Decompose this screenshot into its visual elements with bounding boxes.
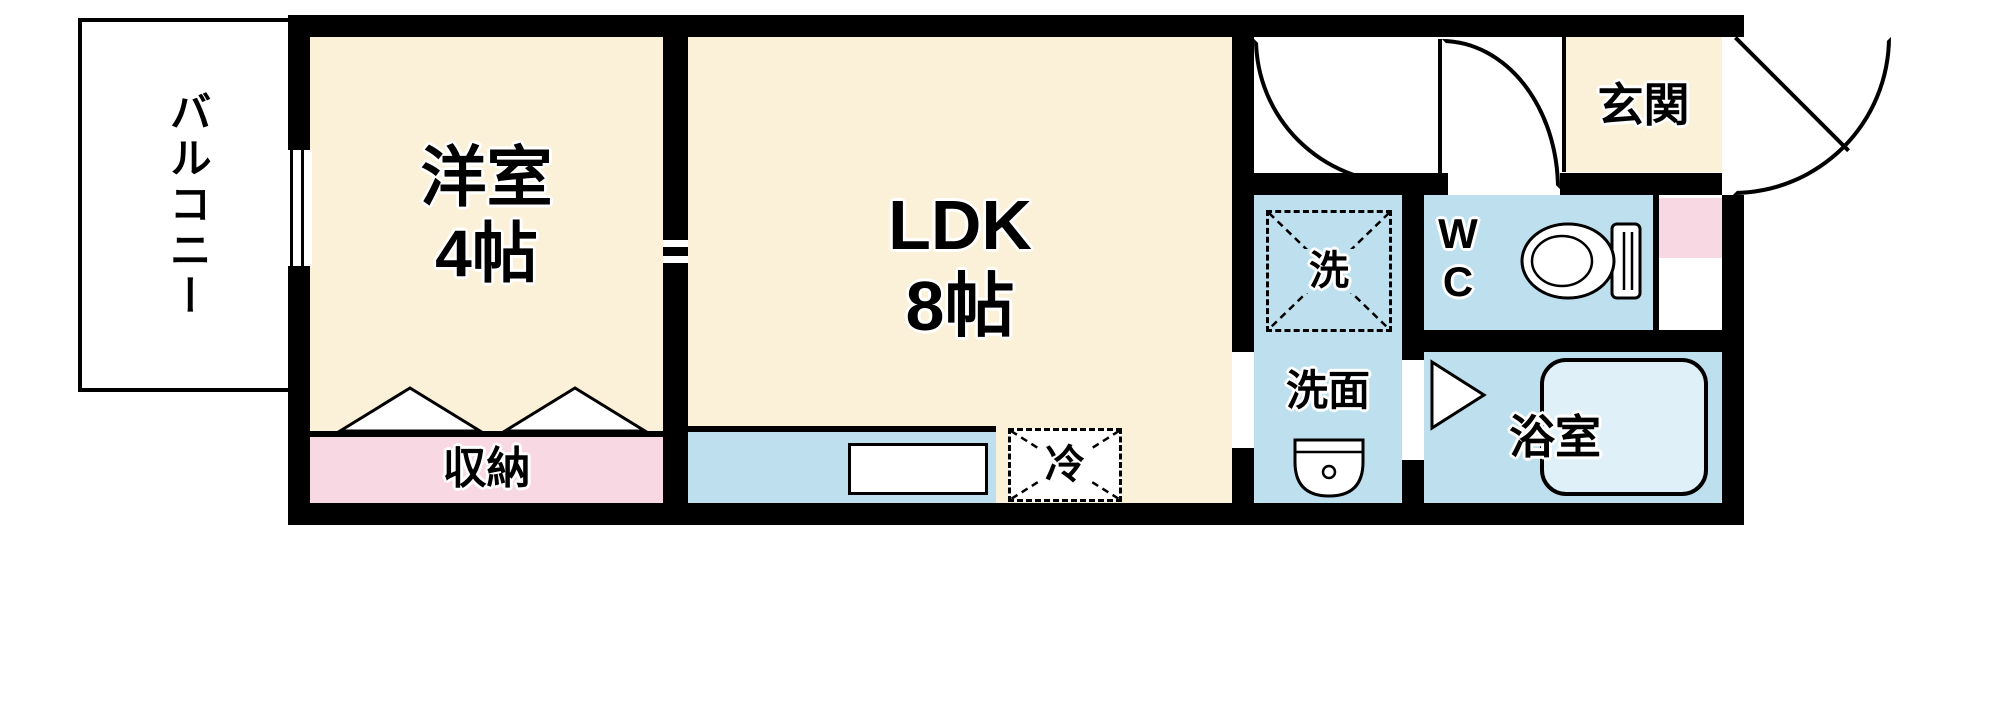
wc-label: W C (1430, 210, 1486, 307)
ldk-name: LDK (888, 186, 1032, 264)
wc-label-c: C (1442, 258, 1474, 306)
window-gap (284, 150, 312, 266)
wall-top (288, 15, 1744, 37)
wall-left (288, 15, 310, 525)
western-room-size: 4帖 (435, 215, 538, 290)
western-room-label: 洋室 4帖 (310, 140, 663, 292)
wall-washroom-right-lower (1402, 460, 1424, 525)
storage-label: 収納 (442, 444, 531, 493)
wc-label-w: W (1438, 210, 1478, 257)
toilet-icon (1520, 222, 1642, 300)
entrance-step-line (1562, 37, 1566, 172)
western-room-name: 洋室 (420, 140, 553, 214)
room-storage (310, 437, 663, 503)
washer-label: 洗 (1303, 249, 1355, 293)
washing-machine-box: 洗 (1266, 210, 1392, 332)
wall-ldk-washroom-upper (1232, 15, 1254, 352)
wall-wc-closet (1653, 195, 1659, 330)
washroom-label: 洗面 (1285, 367, 1370, 414)
x-mark-icon (1269, 213, 1389, 329)
window-track (290, 150, 293, 266)
room-entrance (1565, 37, 1722, 172)
entrance-label: 玄関 (1597, 79, 1690, 131)
bathroom-label: 浴室 (1509, 411, 1601, 463)
sliding-door-tick (663, 256, 688, 263)
closet-door-icon (334, 386, 651, 433)
sliding-door-tick (663, 240, 688, 247)
sink-icon (1293, 438, 1365, 498)
balcony-label: バルコニー (164, 90, 212, 320)
bathroom-folding-door-icon (1430, 359, 1487, 431)
door-leaf-wc (1438, 39, 1442, 189)
ldk-size: 8帖 (905, 266, 1015, 345)
closet-line (310, 431, 663, 437)
bathtub-icon (1540, 358, 1708, 496)
wall-ldk-washroom-lower (1232, 448, 1254, 525)
balcony-outline (78, 18, 296, 392)
entrance-closet (1659, 198, 1722, 258)
wall-wc-bath (1424, 330, 1722, 352)
kitchen-sink (848, 443, 988, 495)
window-track (301, 150, 304, 266)
wall-hall-bottom-right (1560, 173, 1722, 195)
wall-western-ldk (663, 15, 688, 525)
wall-washroom-right-upper (1402, 173, 1424, 360)
kitchen-counter-edge (688, 426, 996, 432)
room-ldk (688, 37, 1232, 503)
wall-bottom (288, 503, 1744, 525)
room-western (310, 37, 663, 433)
refrigerator-box: 冷 (1008, 428, 1122, 502)
ldk-label: LDK 8帖 (688, 185, 1232, 346)
wall-right (1722, 195, 1744, 525)
refrigerator-label: 冷 (1039, 443, 1091, 487)
